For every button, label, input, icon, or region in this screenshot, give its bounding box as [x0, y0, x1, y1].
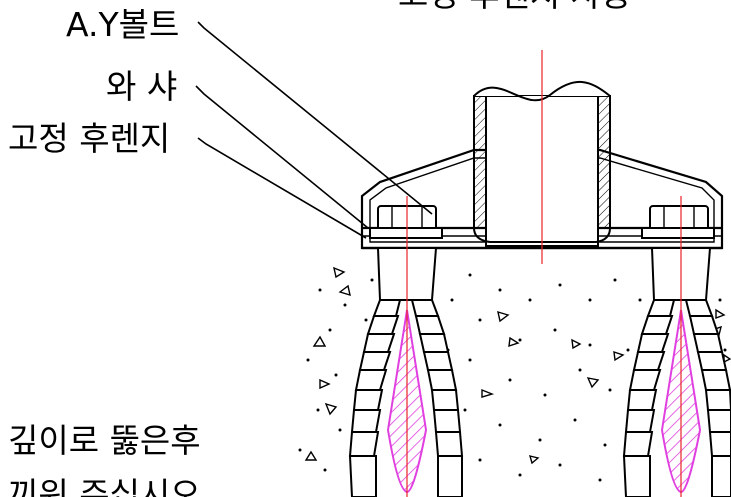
- leader-lines: [195, 21, 433, 239]
- pipe: [473, 80, 611, 247]
- note-line-1: 깊이로 뚫은후: [8, 421, 201, 460]
- left-bolt: [369, 205, 443, 239]
- right-anchor-sleeve: [622, 247, 731, 497]
- centerlines: [406, 50, 682, 497]
- top-heading: 고정 후렌지 사용: [398, 0, 632, 14]
- left-anchor-sleeve: [348, 247, 464, 497]
- concrete-aggregate-triangles: [304, 266, 731, 465]
- flange-label: 고정 후렌지: [8, 119, 170, 158]
- washer-label: 와 샤: [106, 67, 177, 106]
- right-bolt: [641, 205, 715, 239]
- note-line-2: 끼워 주십시오: [8, 475, 201, 497]
- bolt-label: A.Y볼트: [66, 5, 179, 44]
